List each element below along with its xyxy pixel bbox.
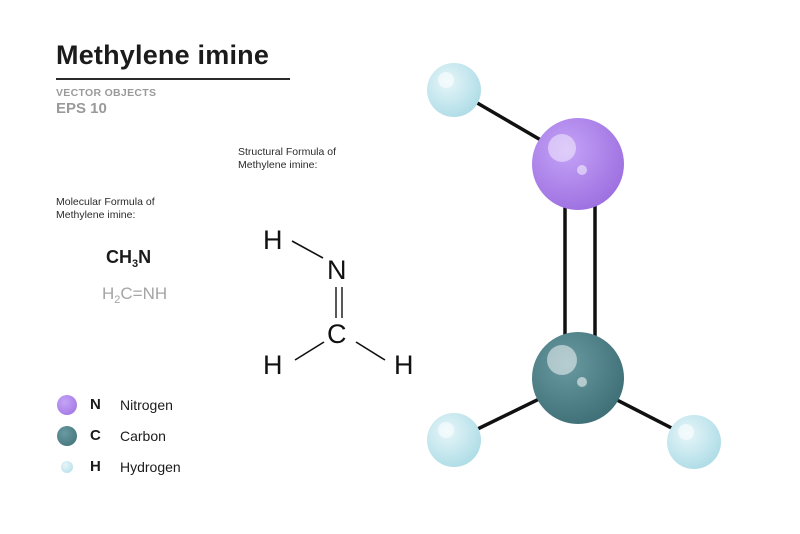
hydrogen-swatch [61, 461, 73, 473]
structural-caption: Structural Formula of Methylene imine: [238, 146, 336, 172]
carbon-atom [532, 332, 624, 424]
subtitle: VECTOR OBJECTS [56, 87, 157, 99]
atom-label: H [263, 225, 283, 255]
legend-name: Nitrogen [120, 397, 173, 413]
legend-name: Carbon [120, 428, 166, 444]
atom-label: H [263, 350, 283, 380]
legend-symbol: N [90, 396, 101, 413]
nitrogen-atom [532, 118, 624, 210]
bond-c-h-left [294, 341, 325, 361]
legend-symbol: C [90, 427, 101, 444]
structural-formula: H N C H H [263, 225, 414, 380]
legend-item-hydrogen: H Hydrogen [56, 457, 256, 479]
hydrogen-atom-right [667, 415, 721, 469]
molecular-caption: Molecular Formula of Methylene imine: [56, 196, 155, 222]
molecular-caption-line-1: Molecular Formula of [56, 196, 155, 208]
legend-name: Hydrogen [120, 459, 181, 475]
structural-caption-line-2: Methylene imine: [238, 159, 318, 171]
molecular-formula: CH3N [106, 247, 151, 270]
bond-h-n [291, 240, 324, 259]
hydrogen-atom-left [427, 413, 481, 467]
formula-part: CH [106, 247, 132, 267]
formula-part: C=NH [120, 284, 168, 303]
atom-label: C [327, 319, 347, 349]
atom-label: H [394, 350, 414, 380]
atom-label: N [327, 255, 347, 285]
molecule-3d-model [427, 63, 721, 469]
hydrogen-atom-top [427, 63, 481, 117]
legend-item-nitrogen: N Nitrogen [56, 395, 256, 417]
formula-part: N [138, 247, 152, 267]
formula-part: H [102, 284, 115, 303]
title-underline [56, 78, 290, 80]
legend-symbol: H [90, 458, 101, 475]
nitrogen-swatch [57, 395, 77, 415]
format-label: EPS 10 [56, 100, 107, 117]
formula-subscript: 3 [132, 258, 139, 270]
carbon-swatch [57, 426, 77, 446]
condensed-formula: H2C=NH [102, 284, 167, 306]
formula-subscript: 2 [114, 294, 121, 306]
page-title: Methylene imine [56, 40, 270, 70]
structural-caption-line-1: Structural Formula of [238, 146, 337, 158]
molecular-caption-line-2: Methylene imine: [56, 209, 136, 221]
bond-c-h-right [355, 341, 386, 361]
legend-item-carbon: C Carbon [56, 426, 256, 448]
